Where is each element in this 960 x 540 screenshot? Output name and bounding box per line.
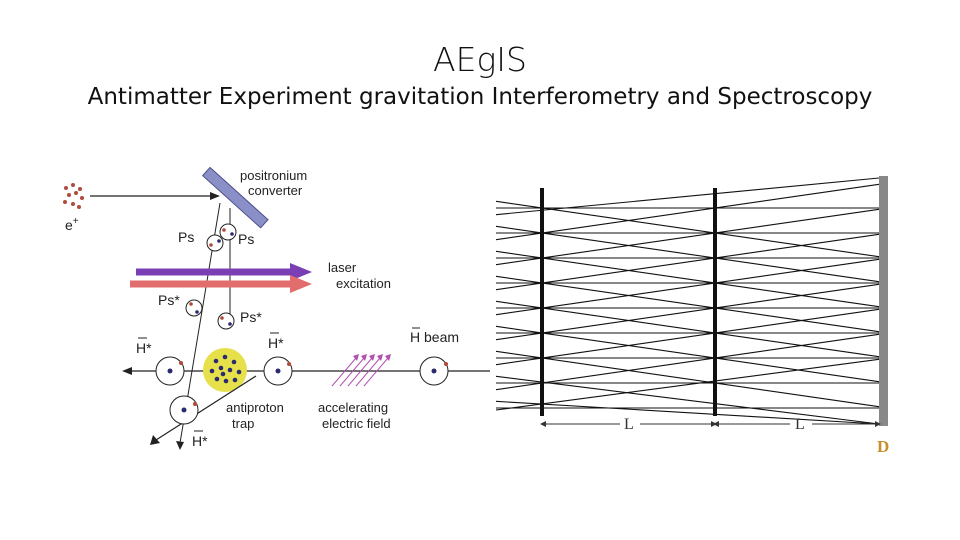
positron-beam-arrowhead	[210, 192, 220, 200]
detector-label: D	[877, 437, 889, 456]
hbar-beam-label: H beam	[410, 329, 459, 345]
trajectory-line-6	[495, 208, 880, 266]
positron-label: e+	[65, 216, 79, 233]
trajectory-line-21	[495, 333, 880, 391]
trajectory-line-5	[495, 225, 880, 283]
hbar-star-label-bottom: H*	[192, 433, 208, 449]
trajectory-lines	[495, 177, 880, 425]
trajectory-line-24	[495, 358, 880, 411]
trajectory-line-17	[495, 325, 880, 383]
laser-excitation-label-1: laser	[328, 260, 357, 275]
antihydrogen-formation-diagram: e+ positronium converter Ps Ps laser exc…	[63, 166, 490, 450]
trajectory-line-15	[495, 283, 880, 341]
moire-deflectometer-diagram: L L D	[495, 176, 889, 456]
antiproton-cloud	[209, 354, 242, 384]
ps-star-label-right: Ps*	[240, 309, 262, 325]
positronium-converter-label-2: converter	[248, 183, 303, 198]
trajectory-line-12	[495, 258, 880, 316]
ps-label-left: Ps	[178, 229, 194, 245]
ps-star-label-left: Ps*	[158, 292, 180, 308]
antiproton-trap-label-2: trap	[232, 416, 254, 431]
trajectory-line-18	[495, 308, 880, 366]
trajectory-line-23	[495, 375, 880, 425]
accelerating-field-arrows	[331, 357, 389, 387]
laser-excitation-label-2: excitation	[336, 276, 391, 291]
ps-label-right: Ps	[238, 231, 254, 247]
hbar-star-bottom-path	[155, 375, 257, 441]
positronium-converter	[201, 166, 269, 229]
trajectory-line-2	[495, 200, 880, 258]
positron-cloud	[63, 183, 84, 209]
hbar-star-label-right: H*	[268, 335, 284, 351]
distance-label-1: L	[624, 416, 634, 433]
antiproton-trap-label-1: antiproton	[226, 400, 284, 415]
ps-atom-left	[206, 234, 224, 252]
trajectory-line-3	[495, 183, 880, 241]
slide-title: AEgIS	[433, 40, 527, 79]
trajectory-line-11	[495, 275, 880, 333]
positronium-converter-label-1: positronium	[240, 168, 307, 183]
trajectory-line-26	[495, 400, 880, 425]
ps-star-atom-left	[185, 299, 203, 317]
trajectory-line-9	[495, 233, 880, 291]
laser-beam-pink-arrowhead	[290, 275, 312, 293]
trajectory-line-8	[495, 250, 880, 308]
trajectory-line-14	[495, 300, 880, 358]
distance-label-2: L	[795, 416, 805, 433]
ps-atom-right	[219, 223, 237, 241]
accelerating-field-label-2: electric field	[322, 416, 391, 431]
detector-plate	[879, 176, 888, 426]
trajectory-line-20	[495, 350, 880, 408]
beam-axis-arrowhead	[122, 367, 132, 375]
laser-beam-purple-arrowhead	[290, 263, 312, 281]
slide-subtitle: Antimatter Experiment gravitation Interf…	[87, 84, 873, 110]
ps-star-atom-right	[217, 312, 235, 330]
accelerating-field-label-1: accelerating	[318, 400, 388, 415]
hbar-star-label-left: H*	[136, 340, 152, 356]
ps-path-left-arrowhead	[176, 441, 184, 450]
